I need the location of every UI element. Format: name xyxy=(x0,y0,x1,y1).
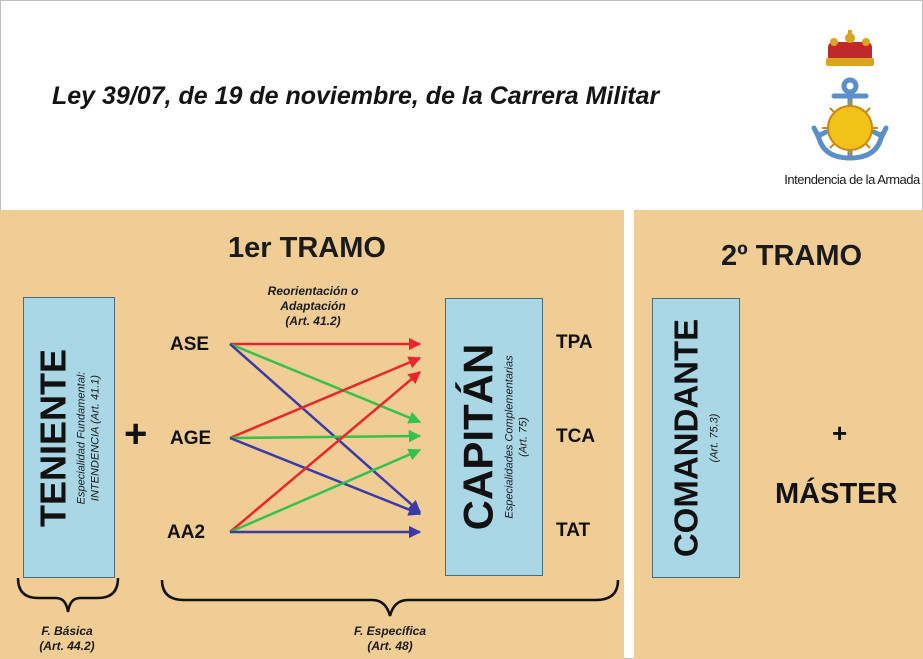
target-tca: TCA xyxy=(556,426,596,447)
master-label: MÁSTER xyxy=(775,478,898,510)
source-ase: ASE xyxy=(170,334,210,355)
arrow-age-tpa xyxy=(229,356,422,440)
reorientation-line2: Adaptación xyxy=(280,299,346,313)
basica-note: F. Básica (Art. 44.2) xyxy=(12,624,122,654)
target-tpa: TPA xyxy=(556,332,593,353)
arrow-aa2-tca xyxy=(229,448,422,534)
target-tat: TAT xyxy=(556,520,591,541)
comandante-label: COMANDANTE xyxy=(667,318,705,558)
tramo2-heading: 2º TRAMO xyxy=(721,240,863,272)
comandante-box: COMANDANTE (Art. 75.3) xyxy=(652,298,740,578)
brace-basica xyxy=(16,577,120,613)
capitan-box: CAPITÁN Especialidades Complementarias (… xyxy=(445,298,543,576)
reorientation-note: Reorientación o Adaptación (Art. 41.2) xyxy=(238,284,388,329)
plus-sign-2: + xyxy=(832,418,848,448)
arrow-ase-tca xyxy=(229,342,422,424)
crown-icon xyxy=(826,30,874,66)
arrow-age-tca xyxy=(229,429,422,443)
especifica-note: F. Específica (Art. 48) xyxy=(320,624,460,654)
especifica-line1: F. Específica xyxy=(353,624,427,638)
navy-crest-icon xyxy=(811,30,889,161)
comandante-article: (Art. 75.3) xyxy=(708,413,721,463)
arrow-ase-tat xyxy=(229,343,421,513)
arrow-age-tat xyxy=(229,436,422,516)
teniente-box: TENIENTE Especialidad Fundamental: INTEN… xyxy=(23,297,115,578)
arrow-aa2-tpa xyxy=(229,371,421,533)
basica-line1: F. Básica xyxy=(41,624,93,638)
sun-icon xyxy=(822,100,878,156)
brace-especifica xyxy=(160,579,620,617)
reorientation-line3: (Art. 41.2) xyxy=(285,314,341,328)
logo-caption: Intendencia de la Armada xyxy=(784,172,920,187)
source-aa2: AA2 xyxy=(167,522,206,543)
tramo1-heading: 1er TRAMO xyxy=(228,232,386,264)
slide-title: Ley 39/07, de 19 de noviembre, de la Car… xyxy=(52,82,660,110)
source-age: AGE xyxy=(170,428,212,449)
basica-line2: (Art. 44.2) xyxy=(39,639,95,653)
plus-sign: + xyxy=(124,412,148,456)
especifica-line2: (Art. 48) xyxy=(367,639,413,653)
reorientation-line1: Reorientación o xyxy=(267,284,359,298)
